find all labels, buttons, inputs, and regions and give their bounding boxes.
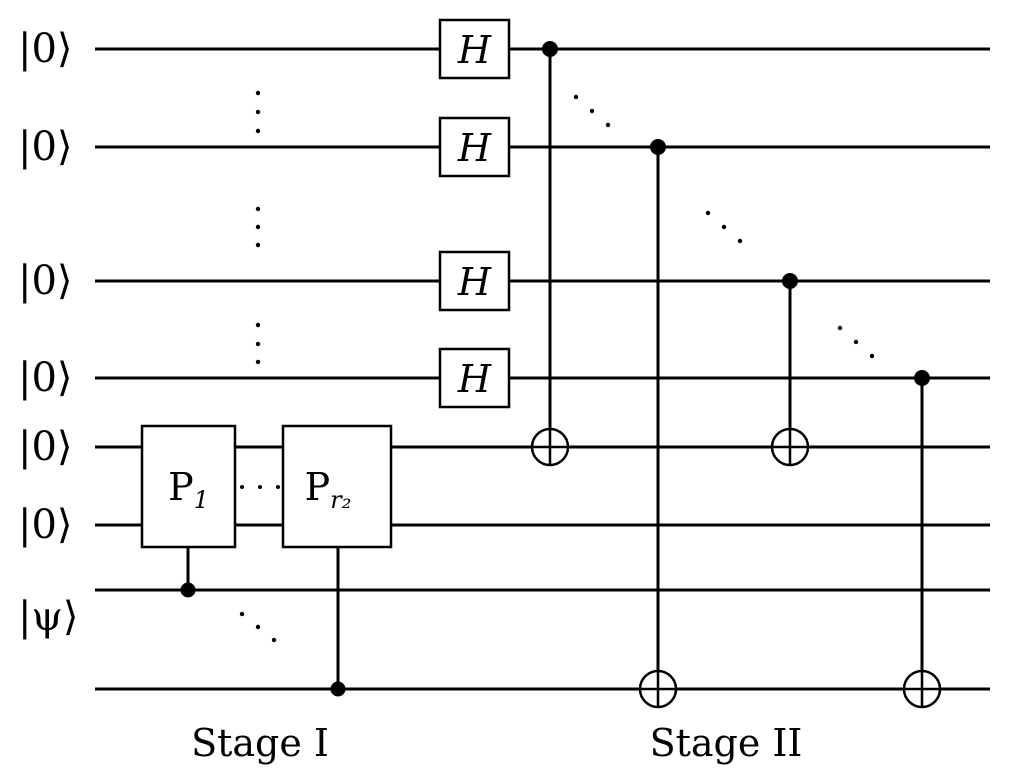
p-gate-r2: Pr₂ bbox=[281, 424, 393, 697]
ddot bbox=[721, 224, 727, 230]
control-dot bbox=[330, 681, 346, 697]
ket-label-5: |0⟩ bbox=[18, 424, 73, 470]
vdot bbox=[255, 128, 261, 134]
hadamard-gate: H bbox=[438, 18, 511, 80]
vdot bbox=[255, 90, 261, 96]
vdot bbox=[255, 224, 261, 230]
ddot bbox=[239, 611, 245, 617]
vdot bbox=[255, 359, 261, 365]
ddot bbox=[837, 325, 843, 331]
ket-label-4: |0⟩ bbox=[18, 355, 73, 401]
target-oplus bbox=[530, 427, 570, 467]
target-oplus bbox=[902, 669, 942, 709]
ket-labels: |0⟩ |0⟩ |0⟩ |0⟩ |0⟩ |0⟩ |ψ⟩ bbox=[18, 26, 78, 640]
ddot bbox=[705, 210, 711, 216]
ddot bbox=[869, 353, 875, 359]
cnot-4 bbox=[902, 370, 942, 709]
hadamard-gate: H bbox=[438, 250, 511, 312]
ddot bbox=[255, 624, 261, 630]
ddot bbox=[271, 637, 277, 643]
vdot bbox=[255, 341, 261, 347]
ddot bbox=[573, 94, 579, 100]
hdot bbox=[258, 485, 262, 489]
ddot bbox=[853, 339, 859, 345]
vdot bbox=[255, 206, 261, 212]
diagonal-ellipsis-b bbox=[705, 210, 743, 244]
hadamard-gate: H bbox=[438, 347, 511, 409]
control-dot bbox=[914, 370, 930, 386]
target-oplus bbox=[638, 669, 678, 709]
p-gate-1: P1 bbox=[140, 424, 237, 598]
stage-1-label: Stage I bbox=[191, 721, 329, 765]
p-gate-r2-label: Pr₂ bbox=[305, 465, 352, 514]
stage-2-label: Stage II bbox=[650, 721, 803, 765]
control-dot bbox=[180, 582, 196, 598]
diagonal-ellipsis-stage1 bbox=[239, 611, 277, 643]
vdot bbox=[255, 242, 261, 248]
control-dot bbox=[650, 139, 666, 155]
diagonal-ellipsis-a bbox=[573, 94, 611, 128]
vdot bbox=[255, 109, 261, 115]
cnot-1 bbox=[530, 41, 570, 467]
control-dot bbox=[782, 273, 798, 289]
ket-label-3: |0⟩ bbox=[18, 258, 73, 304]
vertical-ellipsis bbox=[255, 90, 261, 365]
hadamard-gates: H H H H bbox=[438, 18, 511, 409]
hdot bbox=[240, 485, 244, 489]
ket-label-1: |0⟩ bbox=[18, 26, 73, 72]
vdot bbox=[255, 322, 261, 328]
diagonal-ellipsis-c bbox=[837, 325, 875, 359]
hadamard-label: H bbox=[457, 126, 492, 170]
cnot-3 bbox=[770, 273, 810, 467]
hadamard-gate: H bbox=[438, 116, 511, 178]
p-gate-1-label: P1 bbox=[168, 465, 209, 514]
control-dot bbox=[542, 41, 558, 57]
ddot bbox=[589, 108, 595, 114]
horizontal-ellipsis bbox=[240, 485, 280, 489]
hdot bbox=[276, 485, 280, 489]
hadamard-label: H bbox=[457, 357, 492, 401]
ket-label-6: |0⟩ bbox=[18, 502, 73, 548]
hadamard-label: H bbox=[457, 260, 492, 304]
wires bbox=[95, 47, 990, 691]
hadamard-label: H bbox=[457, 28, 492, 72]
ket-label-2: |0⟩ bbox=[18, 124, 73, 170]
ddot bbox=[605, 122, 611, 128]
cnot-2 bbox=[638, 139, 678, 709]
ket-label-7: |ψ⟩ bbox=[18, 594, 78, 640]
target-oplus bbox=[770, 427, 810, 467]
ddot bbox=[737, 238, 743, 244]
